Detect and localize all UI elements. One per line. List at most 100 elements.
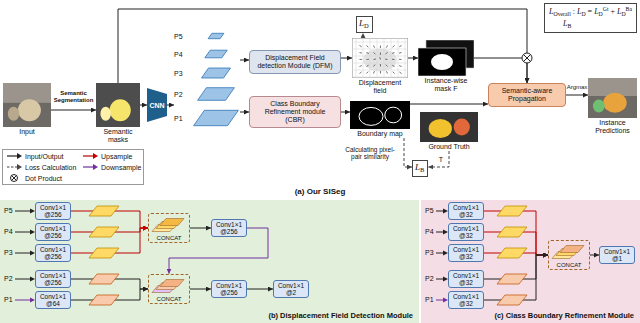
propagation-box: Semantic-aware Propagation (488, 83, 566, 107)
displacement-vector (386, 65, 388, 67)
feature-pyramid: P5P4P3P2P1 (174, 28, 240, 134)
conv-label: Conv1×1 @32 (451, 272, 481, 286)
displacement-vector (385, 53, 387, 54)
math-text: B (568, 23, 572, 29)
feature-map (497, 248, 527, 258)
math-text: : (573, 7, 575, 16)
edge-label: Semantic Segmentation (52, 90, 96, 104)
picture (352, 38, 408, 78)
conv-label: Conv1×1 @256 (38, 272, 68, 286)
conv-box: Conv1×1 @32 (448, 244, 484, 262)
box-label: Class Boundary Refinement module (CBR) (254, 100, 336, 124)
concat-label: CONCAT (550, 262, 588, 269)
connector-line (341, 58, 352, 59)
feature-map (89, 295, 119, 305)
math-text: L (359, 18, 364, 28)
displacement-vector (360, 52, 362, 54)
grid-line (363, 38, 364, 78)
object-shape (603, 93, 627, 113)
panel-title: (c) Class Boundary Refinement Module (494, 311, 634, 320)
displacement-vector (374, 58, 376, 60)
box-label: Displacement Field detection Module (DFM… (254, 54, 336, 70)
conv-box: Conv1×1 @256 (211, 219, 247, 237)
conv-box: Conv1×1 @2 (273, 280, 309, 298)
field-ground (352, 38, 408, 78)
displacement-vector (392, 65, 394, 66)
conv-label: Conv1×1 @256 (38, 204, 68, 218)
object-shape (8, 107, 20, 121)
photo-ground (96, 83, 140, 127)
displacement-vector (360, 72, 362, 74)
legend-text: Upsample (101, 153, 133, 160)
module-box: Displacement Field detection Module (DFM… (249, 50, 341, 74)
math-text: Ba (626, 6, 632, 12)
grid-line (391, 38, 392, 78)
input-arrow (15, 232, 31, 233)
grid-line (352, 63, 408, 64)
level-label: P4 (174, 50, 183, 59)
displacement-vector (399, 46, 401, 47)
panel-band: Conv1×1 @256Conv1×1 @256Conv1×1 @256Conv… (0, 200, 419, 323)
cnn-trapezoid (147, 88, 167, 122)
legend-text: Downsample (101, 164, 141, 171)
displacement-vector (374, 53, 376, 55)
connector-line (140, 105, 147, 106)
dot-product-symbol (522, 53, 532, 63)
concat-box: CONCAT (148, 213, 190, 244)
feature-map (497, 274, 527, 284)
legend-item: Downsample (82, 163, 141, 171)
concat-stack (150, 276, 188, 296)
displacement-vector (399, 65, 401, 67)
conv-box: Conv1×1 @1 (599, 246, 635, 264)
picture (588, 78, 637, 118)
boundary-outline (359, 107, 383, 125)
displacement-vector (360, 59, 362, 60)
math-text: Overall (554, 11, 571, 17)
math-text: D (364, 22, 369, 29)
object-shape (593, 100, 605, 113)
concat-stack (150, 215, 188, 235)
input-arrow (436, 279, 444, 280)
legend-sample (6, 152, 22, 160)
text-label: P2 (425, 275, 434, 283)
module-box: Class Boundary Refinement module (CBR) (249, 96, 341, 128)
legend-line (83, 155, 93, 156)
conv-box: Conv1×1 @32 (448, 270, 484, 288)
grid-line (398, 38, 399, 78)
level-label: P1 (174, 114, 183, 123)
displacement-image: Displacement field (352, 38, 408, 95)
displacement-vector (374, 46, 375, 48)
connector-line (247, 289, 273, 290)
concat-stack (550, 242, 588, 262)
formula-line: LOverall:LD=LDGt+LDBa (549, 6, 632, 18)
truth-ground (420, 112, 478, 142)
image-caption: Displacement field (352, 79, 408, 95)
conv-label: Conv1×1 @32 (451, 246, 481, 260)
conv-label: Conv1×1 @32 (451, 204, 481, 218)
cnn-block: CNN (147, 88, 167, 122)
legend-line (7, 166, 17, 167)
connector-line (566, 95, 588, 96)
connector-line (590, 255, 599, 256)
displacement-vector (380, 64, 381, 66)
legend-sample (82, 152, 98, 160)
legend-sample (6, 163, 22, 171)
image-caption: Semantic masks (96, 128, 140, 144)
legend-text: Input/Output (25, 153, 64, 160)
boundary-image: Boundary map (350, 101, 410, 138)
pyramid-shape (174, 28, 240, 134)
level-label: P5 (174, 32, 183, 41)
photo-ground (588, 78, 637, 118)
displacement-vector (367, 59, 369, 60)
feature-map (202, 68, 231, 78)
image-caption: Instance Predictions (588, 119, 637, 135)
ground-truth-image: Ground Truth (420, 112, 478, 151)
panel-band: Conv1×1 @32Conv1×1 @32Conv1×1 @32Conv1×1… (421, 200, 640, 323)
grid-line (377, 38, 378, 78)
level-label: P3 (174, 69, 183, 78)
panel-fill (421, 200, 640, 323)
connector-line (51, 110, 96, 111)
input-image: Input (3, 83, 51, 136)
displacement-vector (373, 71, 375, 73)
conv-label: Conv1×1 @64 (38, 293, 68, 307)
